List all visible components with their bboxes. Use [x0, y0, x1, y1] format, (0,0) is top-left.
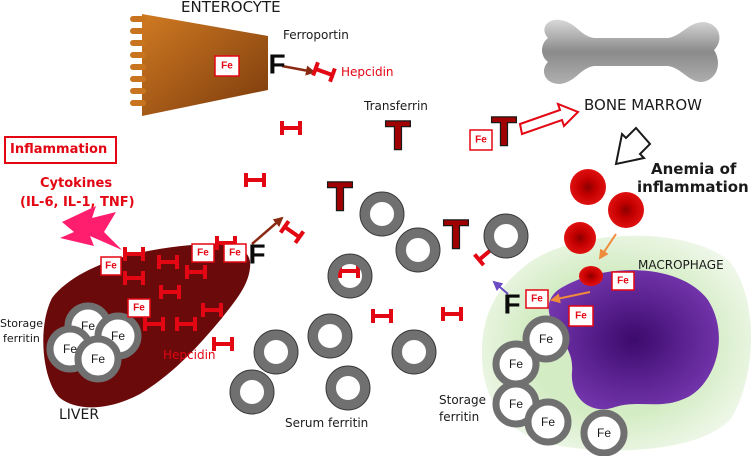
anemia-label-line2: inflammation — [637, 178, 749, 196]
iron-label: Fe — [105, 261, 117, 272]
iron-label: Fe — [221, 61, 233, 72]
enterocyte-label: ENTEROCYTE — [181, 0, 281, 16]
ferritin-iron-label: Fe — [111, 329, 125, 343]
hepcidin-icon — [215, 236, 237, 250]
iron-label: Fe — [617, 276, 629, 287]
iron-label: Fe — [475, 135, 487, 146]
red-blood-cells — [564, 169, 644, 286]
hepcidin-icon — [278, 219, 306, 245]
iron-box — [568, 305, 594, 327]
ferritin-icon — [524, 398, 572, 446]
iron-box — [127, 298, 151, 318]
transferrin-icon: T — [492, 110, 516, 154]
transferrin-icon: T — [444, 213, 468, 257]
ferroportin-icon: F — [248, 239, 265, 270]
iron-box — [611, 271, 635, 291]
ferritin-icon — [308, 314, 352, 358]
ferritin-iron-label: Fe — [539, 332, 553, 346]
ferroportin-icon: F — [268, 49, 285, 80]
hepcidin-icon — [159, 285, 181, 299]
hepcidin-group — [123, 61, 499, 351]
hepcidin-icon — [371, 309, 393, 323]
hepcidin-icon — [123, 271, 145, 285]
ferritin-iron-label: Fe — [509, 397, 523, 411]
hepcidin-icon — [185, 265, 207, 279]
liver-label: LIVER — [59, 407, 100, 423]
bone-marrow-label: BONE MARROW — [584, 96, 702, 114]
storage-ferritin-left-line1: Storage — [0, 317, 44, 330]
ferritin-icon — [392, 330, 436, 374]
iron-label: Fe — [133, 303, 145, 314]
hepcidin-icon — [201, 303, 223, 317]
iron-label: Fe — [197, 248, 209, 259]
hepcidin-icon — [311, 61, 337, 83]
anemia-label-line1: Anemia of — [651, 160, 737, 178]
ferritin-icon — [580, 409, 628, 456]
ferritin-iron-label: Fe — [63, 342, 77, 356]
transferrin-icon: T — [386, 114, 410, 158]
hepcidin-icon — [123, 247, 145, 261]
ferritin-iron-label: Fe — [81, 319, 95, 333]
ferritin-icon — [484, 214, 528, 258]
ferritin-icon — [74, 335, 122, 383]
ferritin-icon — [396, 228, 440, 272]
hepcidin-icon — [441, 307, 463, 321]
iron-box — [214, 55, 240, 77]
ferritin-icon — [230, 370, 274, 414]
ferritin-iron-label: Fe — [509, 357, 523, 371]
iron-label: Fe — [229, 248, 241, 259]
hepcidin-icon — [157, 255, 179, 269]
serum-ferritin-label: Serum ferritin — [285, 416, 369, 430]
hepcidin-icon — [143, 317, 165, 331]
macrophage-cell — [481, 235, 752, 451]
iron-box — [100, 256, 122, 276]
ferroportin-label: Ferroportin — [283, 28, 349, 42]
transferrin-label: Transferrin — [364, 99, 428, 113]
macrophage-label: MACROPHAGE — [638, 258, 724, 272]
ferritin-icon — [326, 366, 370, 410]
ferritin-icon — [522, 315, 570, 363]
ferroportin-group: F F F — [248, 49, 520, 320]
inflammation-label: Inflammation — [10, 142, 108, 157]
ferritin-icon — [360, 192, 404, 236]
cytokines-label-line1: Cytokines — [40, 176, 113, 191]
ferritin-icon — [254, 330, 298, 374]
inflammation-box — [4, 136, 117, 164]
cytokines-label-line2: (IL-6, IL-1, TNF) — [20, 195, 135, 210]
hepcidin-icon — [175, 317, 197, 331]
storage-ferritin-left-line2: ferritin — [3, 332, 40, 345]
iron-box — [469, 129, 493, 151]
hepcidin-top-label: Hepcidin — [341, 65, 394, 79]
transferrin-icon: T — [328, 175, 352, 219]
ferroportin-icon: F — [503, 289, 520, 320]
ferritin-iron-label: Fe — [597, 426, 611, 440]
bone-icon — [542, 19, 720, 84]
ferritin-icon — [328, 254, 372, 298]
ferritin-iron-label: Fe — [91, 352, 105, 366]
enterocyte-cell — [130, 14, 268, 116]
storage-ferritin-right-line2: ferritin — [439, 410, 480, 424]
hepcidin-icon — [212, 337, 234, 351]
lightning-bolt-icon — [60, 206, 122, 250]
ferritin-iron-label: Fe — [541, 415, 555, 429]
hepcidin-icon — [338, 264, 360, 278]
iron-label: Fe — [575, 311, 587, 322]
arrows — [251, 64, 652, 304]
iron-box — [191, 243, 215, 263]
iron-box — [525, 289, 549, 309]
hepcidin-icon — [280, 121, 302, 135]
iron-label: Fe — [531, 294, 543, 305]
hepcidin-liver-label: Hepcidin — [163, 348, 216, 362]
storage-ferritin-right-line1: Storage — [439, 393, 486, 407]
iron-box — [223, 243, 247, 263]
hepcidin-icon — [244, 173, 266, 187]
